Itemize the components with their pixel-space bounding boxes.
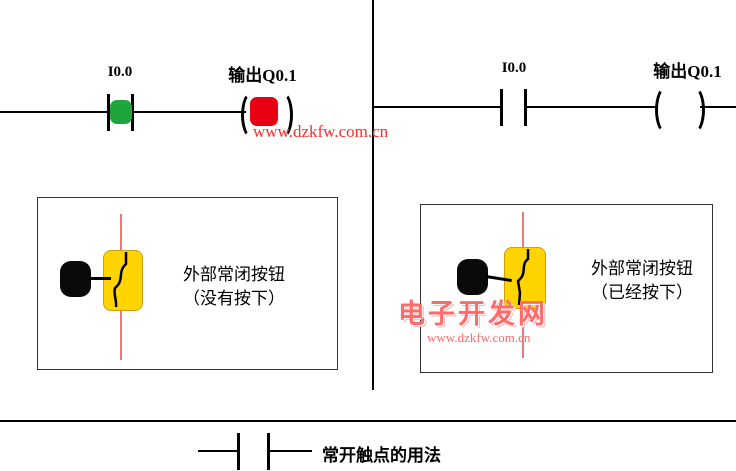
coil-paren-right (683, 86, 705, 134)
watermark-url: www.dzkfw.com.cn (253, 122, 389, 141)
coil-paren-right (271, 91, 293, 139)
box-caption-line2: （已经按下） (591, 283, 693, 302)
nc-contact-symbol-pressed (516, 249, 530, 306)
button-linkage-line (89, 277, 111, 280)
footer-caption: 常开触点的用法 (322, 446, 441, 465)
wire-segment (198, 450, 238, 452)
contact-bar-left (237, 433, 240, 470)
wire-segment (134, 111, 246, 113)
contact-bar-right (267, 433, 270, 470)
switch-body (103, 250, 143, 311)
wire-segment (0, 111, 108, 113)
box-caption-line2: （没有按下） (183, 289, 285, 308)
contact-address-label: I0.0 (501, 60, 527, 76)
panel-divider (372, 0, 374, 390)
switch-body (504, 247, 546, 309)
coil-on-indicator (250, 97, 278, 126)
watermark-site-name: 电子开发网 (398, 299, 548, 329)
contact-on-indicator (110, 100, 132, 124)
wire-segment (270, 450, 312, 452)
nc-contact-symbol (113, 252, 128, 308)
contact-bar-left (107, 94, 110, 131)
wire-segment (374, 106, 500, 108)
coil-paren-left (241, 91, 263, 139)
coil-paren-left (655, 86, 677, 134)
watermark-url: www.dzkfw.com.cn (427, 330, 531, 345)
pushbutton-cap (60, 261, 91, 297)
coil-address-label: 输出Q0.1 (228, 66, 297, 85)
wire-segment (700, 106, 736, 108)
contact-address-label: I0.0 (107, 64, 133, 80)
contact-bar-left (500, 89, 503, 126)
box-caption-line1: 外部常闭按钮 (591, 259, 693, 278)
pushbutton-cap (457, 259, 488, 295)
contact-bar-right (524, 89, 527, 126)
footer-separator-line (0, 420, 736, 422)
box-caption-line1: 外部常闭按钮 (183, 265, 285, 284)
wire-segment (527, 106, 657, 108)
contact-bar-right (131, 94, 134, 131)
coil-address-label: 输出Q0.1 (653, 62, 722, 81)
